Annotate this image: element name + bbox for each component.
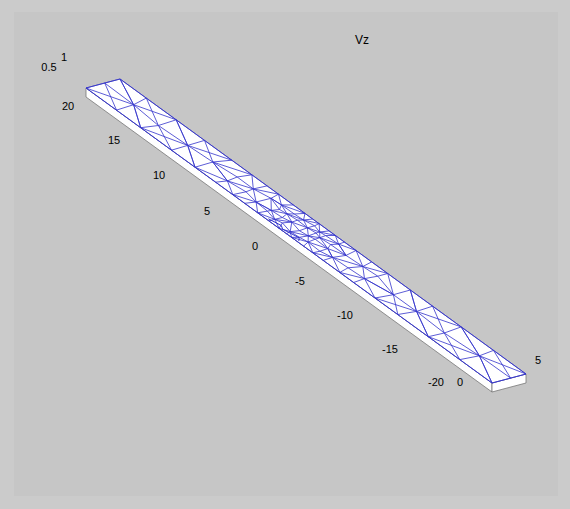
y-tick-label: -10 — [337, 310, 353, 321]
beam-solid — [86, 79, 526, 392]
y-tick-label: 15 — [108, 135, 120, 146]
y-tick-label: 10 — [153, 170, 165, 181]
y-tick-label: -20 — [428, 377, 444, 388]
y-tick-label: -15 — [382, 344, 398, 355]
x-tick-label: 0 — [457, 377, 463, 388]
figure-ground — [14, 12, 558, 496]
beam-side-face — [86, 88, 492, 392]
mesh-edges — [86, 79, 526, 383]
notch — [268, 219, 299, 241]
y-tick-label: 5 — [204, 206, 210, 217]
triangle-mesh — [86, 79, 526, 383]
x-tick-label: 5 — [535, 355, 541, 366]
z-tick-label: 0.5 — [41, 62, 56, 73]
z-tick-label: 1 — [61, 52, 67, 63]
y-tick-label: -5 — [295, 276, 305, 287]
y-tick-label: 20 — [62, 101, 74, 112]
y-tick-label: 0 — [252, 241, 258, 252]
plot-title: Vz — [355, 34, 369, 46]
beam-top-face — [86, 79, 526, 383]
